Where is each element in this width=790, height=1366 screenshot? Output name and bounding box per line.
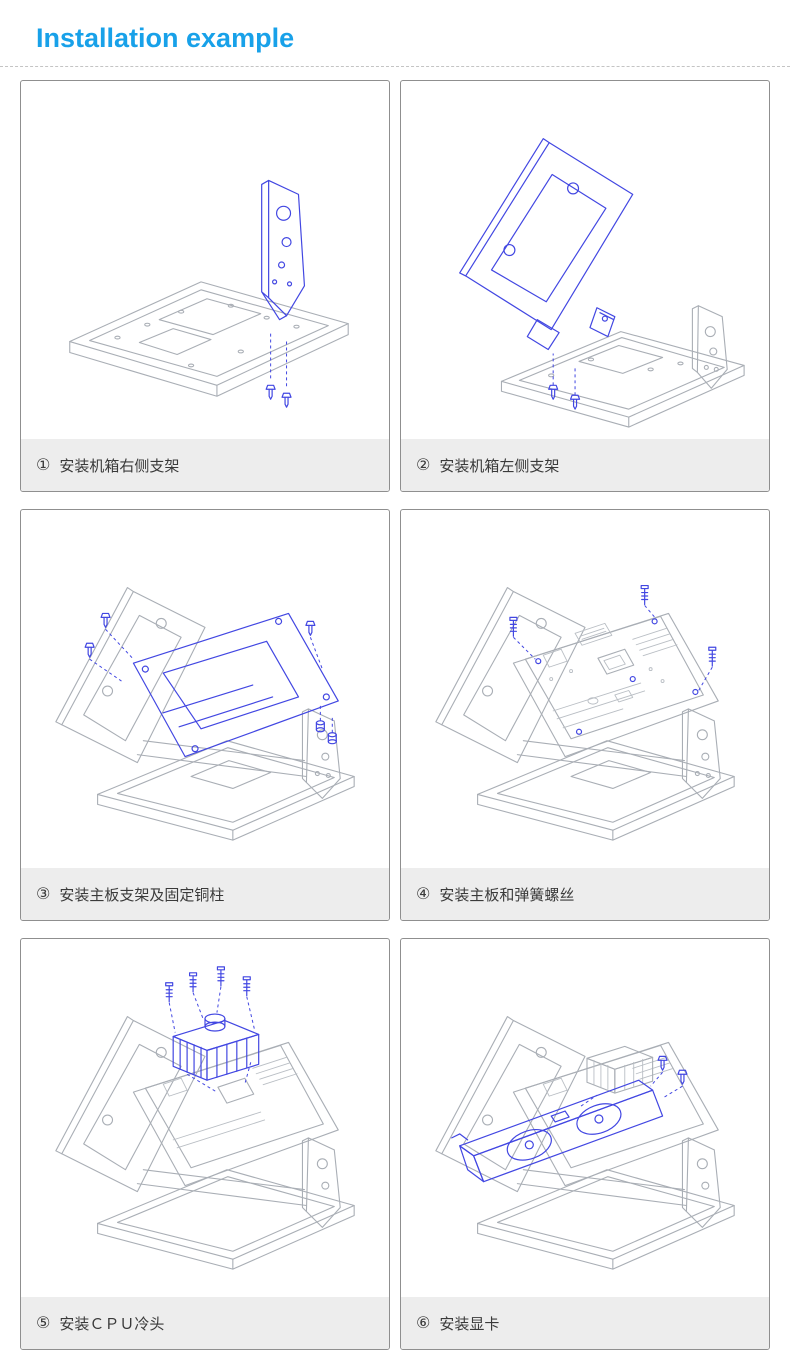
- stand-assembly: [435, 587, 735, 842]
- illustration-step-2: [459, 138, 745, 429]
- spring-screws: [509, 585, 717, 736]
- step-illustration-wrap: [401, 510, 769, 868]
- step-number: ②: [416, 457, 431, 475]
- stand-assembly: [55, 1016, 355, 1271]
- step-illustration-wrap: [21, 510, 389, 868]
- mounting-screws: [548, 353, 581, 411]
- step-label: 安装显卡: [439, 1315, 500, 1333]
- illustration-step-1: [69, 180, 349, 409]
- illustration-step-3: [55, 587, 355, 842]
- tray-screws: [84, 613, 323, 682]
- right-side-bracket: [261, 180, 306, 321]
- step-number: ⑥: [416, 1315, 431, 1333]
- step-caption: ⑥ 安装显卡: [401, 1297, 769, 1350]
- step-caption: ① 安装机箱右侧支架: [21, 439, 389, 492]
- right-side-bracket: [691, 305, 728, 390]
- step-panel-1: ① 安装机箱右侧支架: [20, 80, 390, 493]
- step-number: ⑤: [36, 1315, 51, 1333]
- stand-assembly: [55, 587, 355, 842]
- step-label: 安装主板和弹簧螺丝: [439, 886, 575, 904]
- step-illustration-wrap: [401, 81, 769, 439]
- hinge-bracket: [589, 307, 616, 338]
- installation-steps-grid: ① 安装机箱右侧支架: [0, 67, 790, 1351]
- illustration-step-6: [435, 1016, 735, 1271]
- left-side-frame: [459, 138, 634, 351]
- step-panel-4: ④ 安装主板和弹簧螺丝: [400, 509, 770, 922]
- step-number: ①: [36, 457, 51, 475]
- motherboard: [524, 616, 704, 740]
- step-number: ④: [416, 886, 431, 904]
- gpu-screws: [580, 1056, 688, 1107]
- stand-assembly: [435, 1016, 735, 1271]
- cpu-water-block: [172, 1013, 260, 1082]
- step-panel-5: ⑤ 安装ＣＰＵ冷头: [20, 938, 390, 1351]
- dashed-divider: [0, 66, 790, 68]
- base-plate: [500, 331, 745, 429]
- step-caption: ⑤ 安装ＣＰＵ冷头: [21, 1297, 389, 1350]
- motherboard-tray: [132, 613, 339, 758]
- base-plate: [69, 281, 349, 398]
- step-label: 安装机箱左侧支架: [439, 457, 560, 475]
- graphics-card: [451, 1080, 664, 1183]
- page-title: Installation example: [36, 23, 295, 53]
- step-label: 安装主板支架及固定铜柱: [59, 886, 225, 904]
- spring-screws: [165, 966, 256, 1093]
- step-caption: ④ 安装主板和弹簧螺丝: [401, 868, 769, 921]
- step-label: 安装ＣＰＵ冷头: [59, 1315, 165, 1333]
- step-label: 安装机箱右侧支架: [59, 457, 180, 475]
- illustration-step-4: [435, 585, 735, 842]
- step-caption: ② 安装机箱左侧支架: [401, 439, 769, 492]
- cpu-cooler: [586, 1046, 654, 1095]
- step-illustration-wrap: [21, 81, 389, 439]
- step-panel-6: ⑥ 安装显卡: [400, 938, 770, 1351]
- step-illustration-wrap: [21, 939, 389, 1297]
- mounting-screws: [265, 333, 292, 409]
- step-panel-3: ③ 安装主板支架及固定铜柱: [20, 509, 390, 922]
- step-illustration-wrap: [401, 939, 769, 1297]
- illustration-step-5: [55, 966, 355, 1271]
- step-caption: ③ 安装主板支架及固定铜柱: [21, 868, 389, 921]
- motherboard: [144, 1045, 324, 1169]
- step-panel-2: ② 安装机箱左侧支架: [400, 80, 770, 493]
- step-number: ③: [36, 886, 51, 904]
- motherboard: [524, 1045, 704, 1169]
